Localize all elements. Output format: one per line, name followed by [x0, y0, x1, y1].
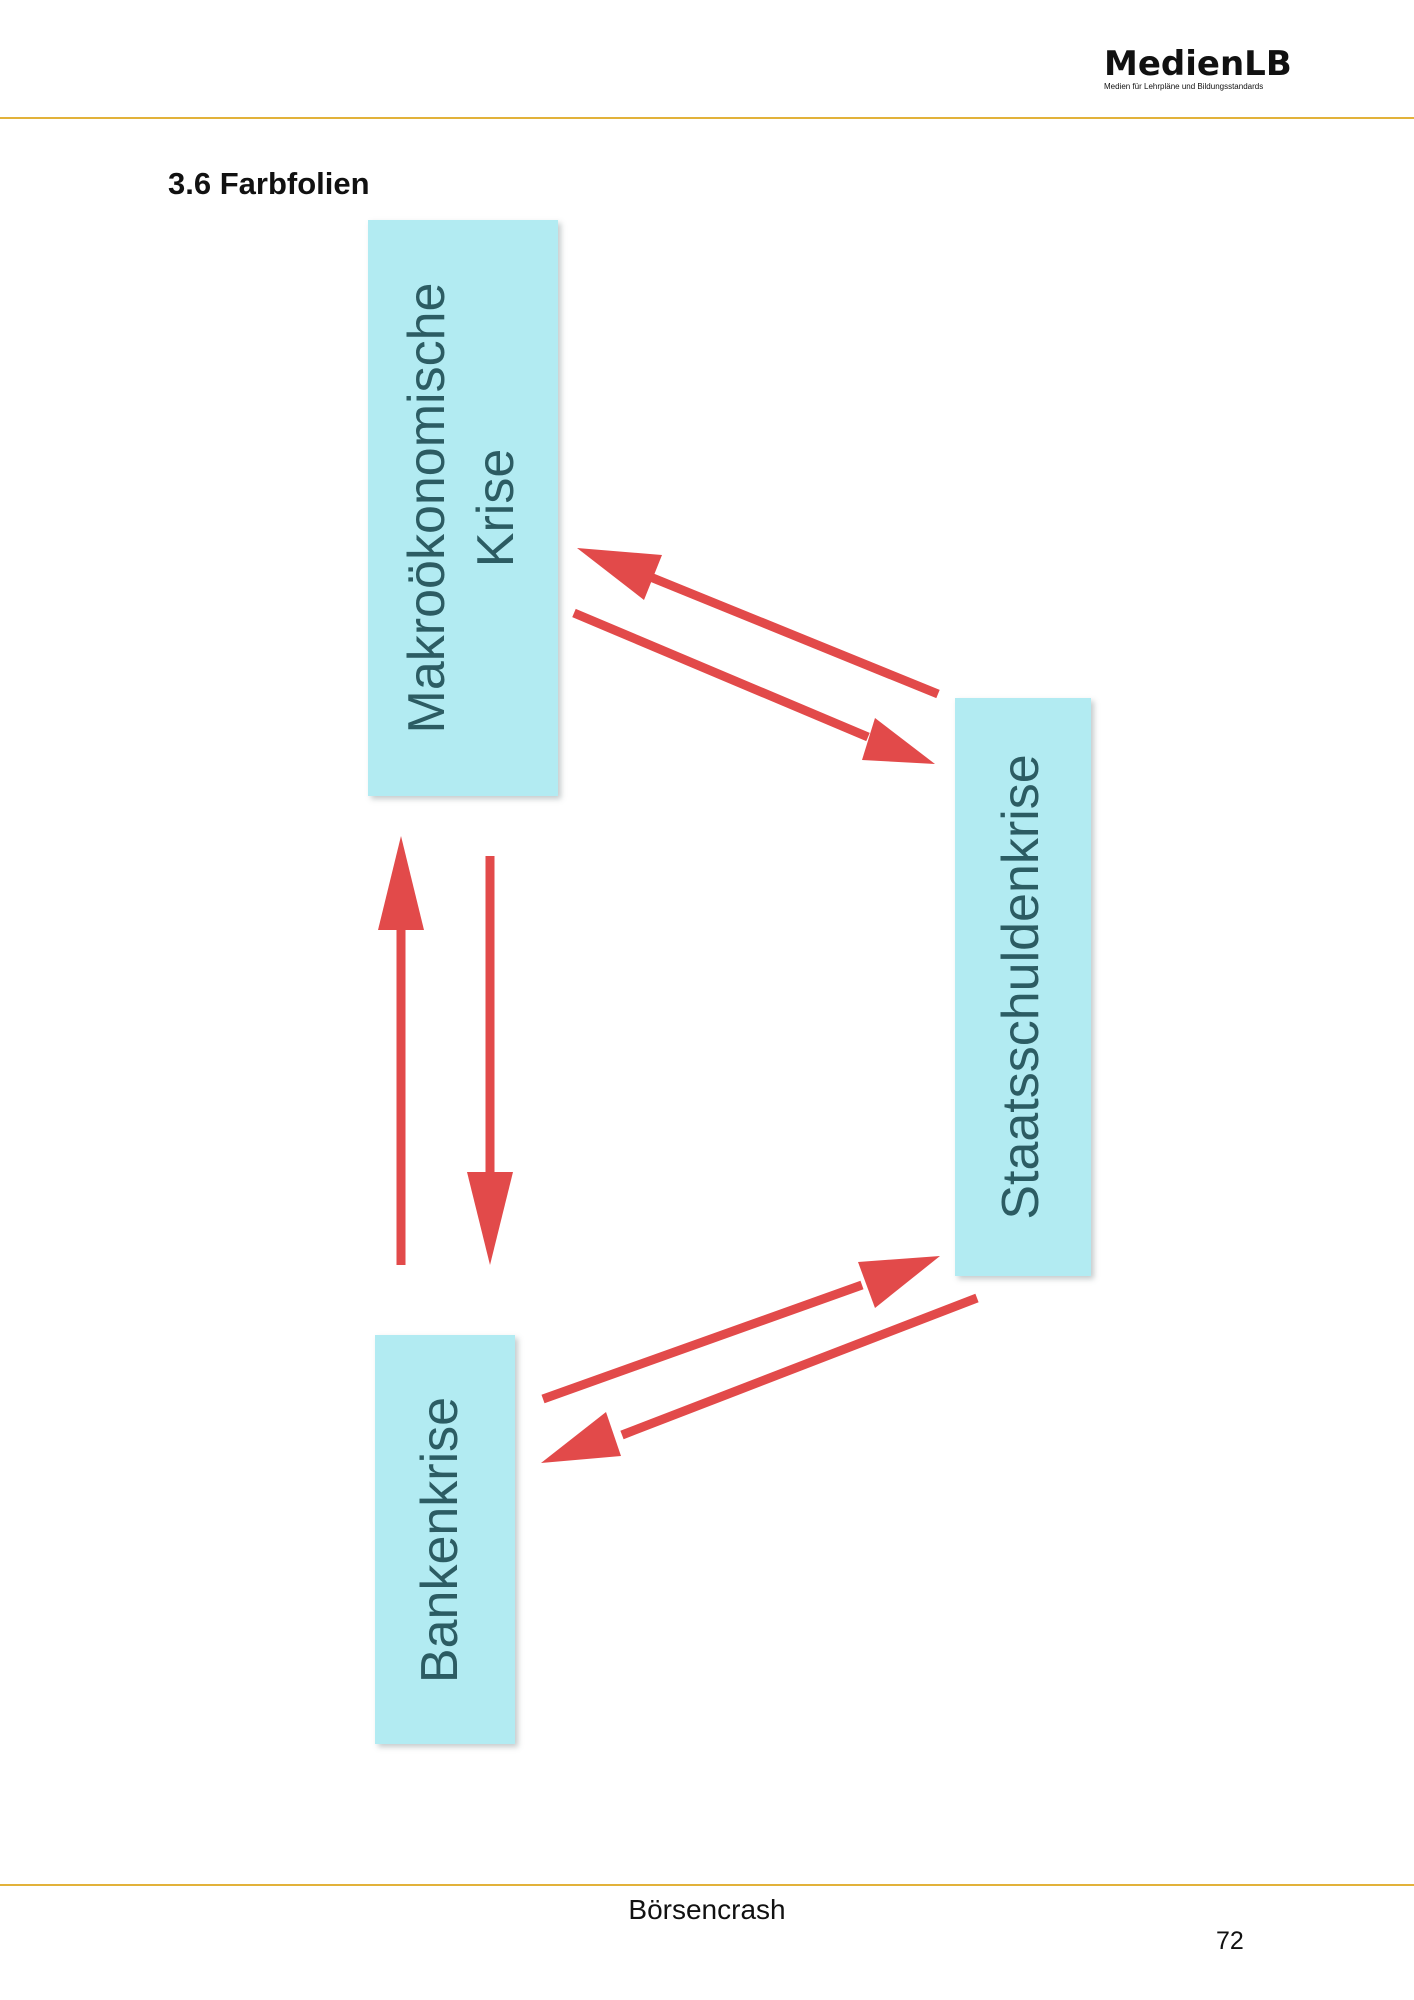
node-makrooekonomische-krise-label-line-2: Krise — [467, 449, 525, 567]
header-rule — [0, 117, 1414, 119]
arrow-makro-to-bank — [467, 856, 513, 1265]
medienlb-logo: MedienLB Medien für Lehrpläne und Bildun… — [1104, 46, 1300, 92]
arrow-staat-to-makro — [577, 548, 940, 699]
node-bankenkrise-label: Bankenkrise — [411, 1397, 469, 1683]
logo-title: MedienLB — [1104, 44, 1292, 84]
arrow-bank-to-staat — [541, 1256, 940, 1404]
node-makrooekonomische-krise: Makroökonomische Krise — [368, 220, 558, 796]
node-bankenkrise: Bankenkrise — [375, 1335, 515, 1744]
logo-subtitle: Medien für Lehrpläne und Bildungsstandar… — [1104, 82, 1264, 91]
page-number: 72 — [1216, 1927, 1244, 1955]
footer-title: Börsencrash — [628, 1894, 786, 1925]
node-makrooekonomische-krise-label-line-1: Makroökonomische — [398, 283, 456, 734]
section-title: 3.6 Farbfolien — [168, 166, 370, 201]
arrow-staat-to-bank — [541, 1293, 979, 1463]
node-staatsschuldenkrise: Staatsschuldenkrise — [955, 698, 1091, 1276]
footer-rule — [0, 1884, 1414, 1886]
arrow-bank-to-makro — [378, 836, 424, 1265]
node-staatsschuldenkrise-label: Staatsschuldenkrise — [992, 754, 1050, 1219]
arrow-makro-to-staat — [572, 608, 935, 764]
